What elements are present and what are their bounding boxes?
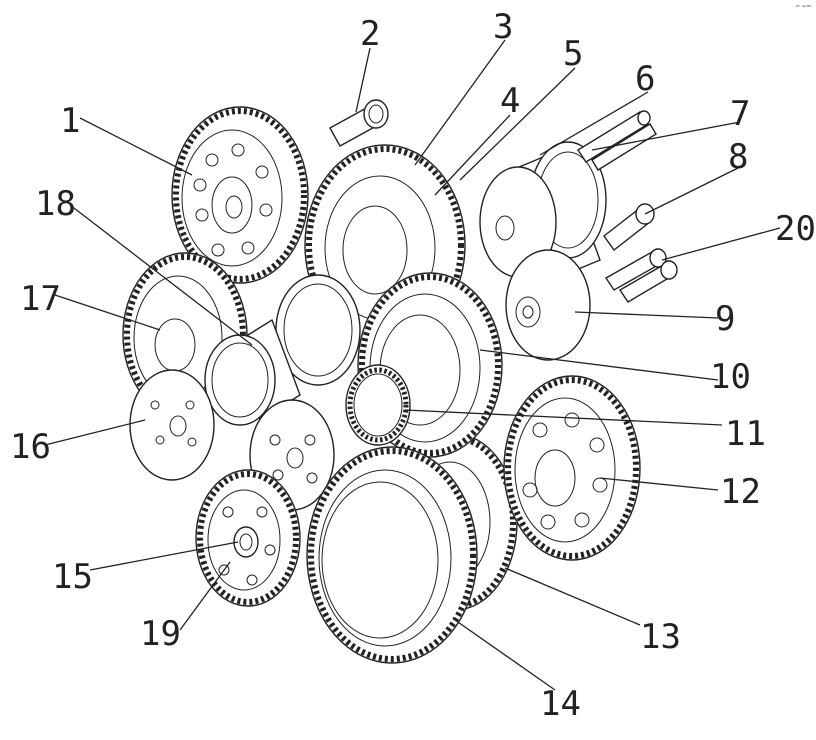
leader-12	[599, 477, 719, 491]
leader-lines	[44, 39, 781, 691]
callout-15: 15	[52, 557, 93, 597]
sleeve-part-4	[275, 274, 361, 386]
bolt-part-2	[329, 99, 389, 147]
leader-5	[459, 67, 576, 181]
leader-16	[44, 419, 146, 446]
leader-14	[454, 619, 556, 691]
leader-18	[69, 204, 253, 346]
callout-10: 10	[710, 357, 751, 397]
plate-part-16	[129, 369, 215, 481]
bolt-part-8	[603, 203, 655, 252]
callout-3: 3	[493, 7, 513, 47]
leader-13	[504, 567, 641, 626]
leader-3	[414, 39, 506, 166]
callout-14: 14	[540, 684, 581, 724]
callout-4: 4	[500, 81, 520, 121]
callout-11: 11	[725, 414, 766, 454]
leader-8	[644, 167, 739, 215]
ring-part-11	[345, 364, 411, 446]
callout-13: 13	[640, 617, 681, 657]
callout-5: 5	[563, 34, 583, 74]
plate-part-9	[505, 249, 591, 361]
callout-8: 8	[728, 137, 748, 177]
sleeve-part-18	[204, 318, 301, 426]
callout-19: 19	[140, 614, 181, 654]
callout-9: 9	[715, 299, 735, 339]
leader-4	[434, 114, 511, 196]
gear-part-14	[306, 446, 478, 664]
leader-2	[355, 47, 371, 113]
bolts-part-20	[604, 248, 678, 303]
callout-20: 20	[775, 209, 816, 249]
callouts: 1 2 3 4 5 6 7 8 9 10 11 12 13 14 15 16 1…	[10, 7, 816, 724]
callout-7: 7	[730, 94, 750, 134]
leader-6	[539, 91, 649, 156]
leader-19	[179, 561, 231, 631]
leader-17	[54, 294, 161, 331]
callout-17: 17	[20, 279, 61, 319]
leader-20	[661, 227, 781, 261]
cover-part-6	[479, 141, 607, 286]
gear-part-12	[503, 375, 641, 561]
gear-part-1	[171, 106, 309, 284]
leader-9	[574, 311, 719, 319]
leader-10	[479, 349, 719, 381]
leader-15	[89, 541, 239, 571]
hub-part-19	[218, 506, 276, 586]
callout-6: 6	[635, 59, 655, 99]
callout-12: 12	[720, 472, 761, 512]
callout-18: 18	[35, 184, 76, 224]
leader-11	[404, 409, 723, 426]
callout-2: 2	[360, 14, 380, 54]
corner-mark: ᵃᵗ ˢᵖᵃᵉ	[796, 4, 812, 11]
callout-16: 16	[10, 427, 51, 467]
leader-1	[79, 117, 193, 176]
callout-1: 1	[60, 101, 80, 141]
leader-7	[591, 121, 741, 151]
